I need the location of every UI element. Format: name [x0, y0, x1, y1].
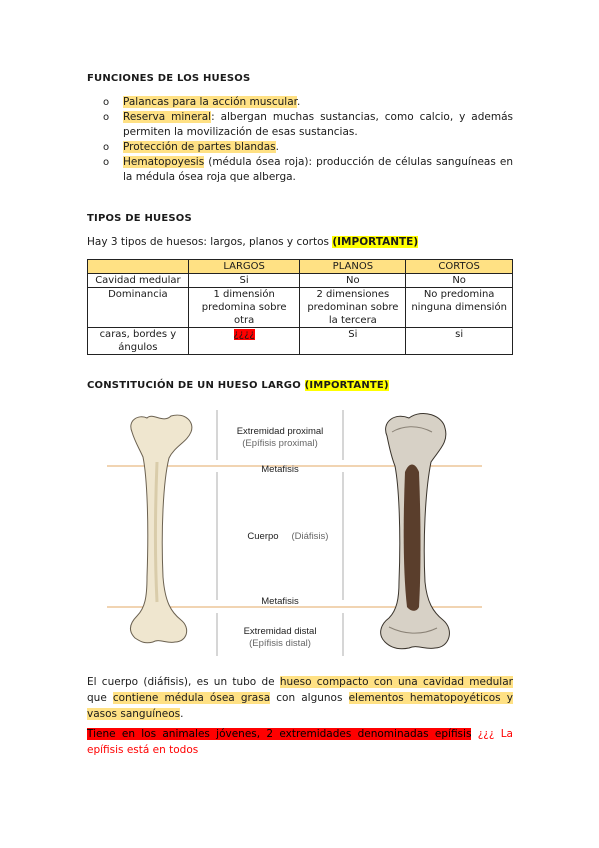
table-cell: caras, bordes y ángulos — [87, 327, 189, 355]
funciones-heading: FUNCIONES DE LOS HUESOS — [87, 73, 251, 84]
label-metafisis-top: Metafisis — [261, 464, 299, 475]
table-cell: Si — [299, 327, 407, 355]
table-row: Dominancia 1 dimensión predomina sobre o… — [87, 287, 513, 328]
table-header-cell: PLANOS — [299, 259, 407, 274]
table-row: caras, bordes y ángulos ¿¿¿¿ Si si — [87, 327, 513, 355]
label-metafisis-bottom: Metafisis — [261, 596, 299, 607]
table-cell: No — [299, 273, 407, 288]
table-cell: si — [405, 327, 513, 355]
important-tag: (IMPORTANTE) — [304, 380, 389, 391]
label-extremidad-proximal: Extremidad proximal — [237, 426, 324, 437]
table-header-row: LARGOS PLANOS CORTOS — [87, 259, 513, 274]
unknown-mark: ¿¿¿¿ — [233, 329, 255, 340]
table-cell: ¿¿¿¿ — [187, 327, 301, 355]
table-cell: 2 dimensiones predominan sobre la tercer… — [299, 287, 407, 328]
table-cell: No predomina ninguna dimensión — [405, 287, 513, 328]
tipos-heading: TIPOS DE HUESOS — [87, 213, 192, 224]
bone-types-table: LARGOS PLANOS CORTOS Cavidad medular Si … — [87, 259, 513, 355]
tipos-intro: Hay 3 tipos de huesos: largos, planos y … — [87, 236, 419, 248]
table-cell: Si — [187, 273, 301, 288]
femur-exterior-illustration — [130, 414, 193, 644]
table-cell: Dominancia — [87, 287, 189, 328]
table-row: Cavidad medular Si No No — [87, 273, 513, 288]
region-brackets — [216, 410, 344, 656]
femur-section-illustration — [380, 413, 450, 650]
label-cuerpo: Cuerpo — [247, 531, 278, 542]
long-bone-figure: Extremidad proximal (Epífisis proximal) … — [107, 410, 482, 656]
table-cell: 1 dimensión predomina sobre otra — [187, 287, 301, 328]
constitucion-heading: CONSTITUCIÓN DE UN HUESO LARGO (IMPORTAN… — [87, 380, 389, 391]
table-header-cell: LARGOS — [187, 259, 301, 274]
table-cell: Cavidad medular — [87, 273, 189, 288]
table-header-cell — [87, 259, 189, 274]
label-diafisis: (Diáfisis) — [292, 531, 329, 542]
important-tag: (IMPORTANTE) — [332, 236, 419, 248]
table-header-cell: CORTOS — [405, 259, 513, 274]
label-extremidad-distal: Extremidad distal — [244, 626, 317, 637]
label-epifisis-proximal: (Epífisis proximal) — [242, 438, 318, 449]
paragraph-epifisis: Tiene en los animales jóvenes, 2 extremi… — [87, 728, 513, 756]
label-epifisis-distal: (Epífisis distal) — [249, 638, 311, 649]
table-cell: No — [405, 273, 513, 288]
paragraph-cuerpo: El cuerpo (diáfisis), es un tubo de hues… — [87, 676, 513, 720]
